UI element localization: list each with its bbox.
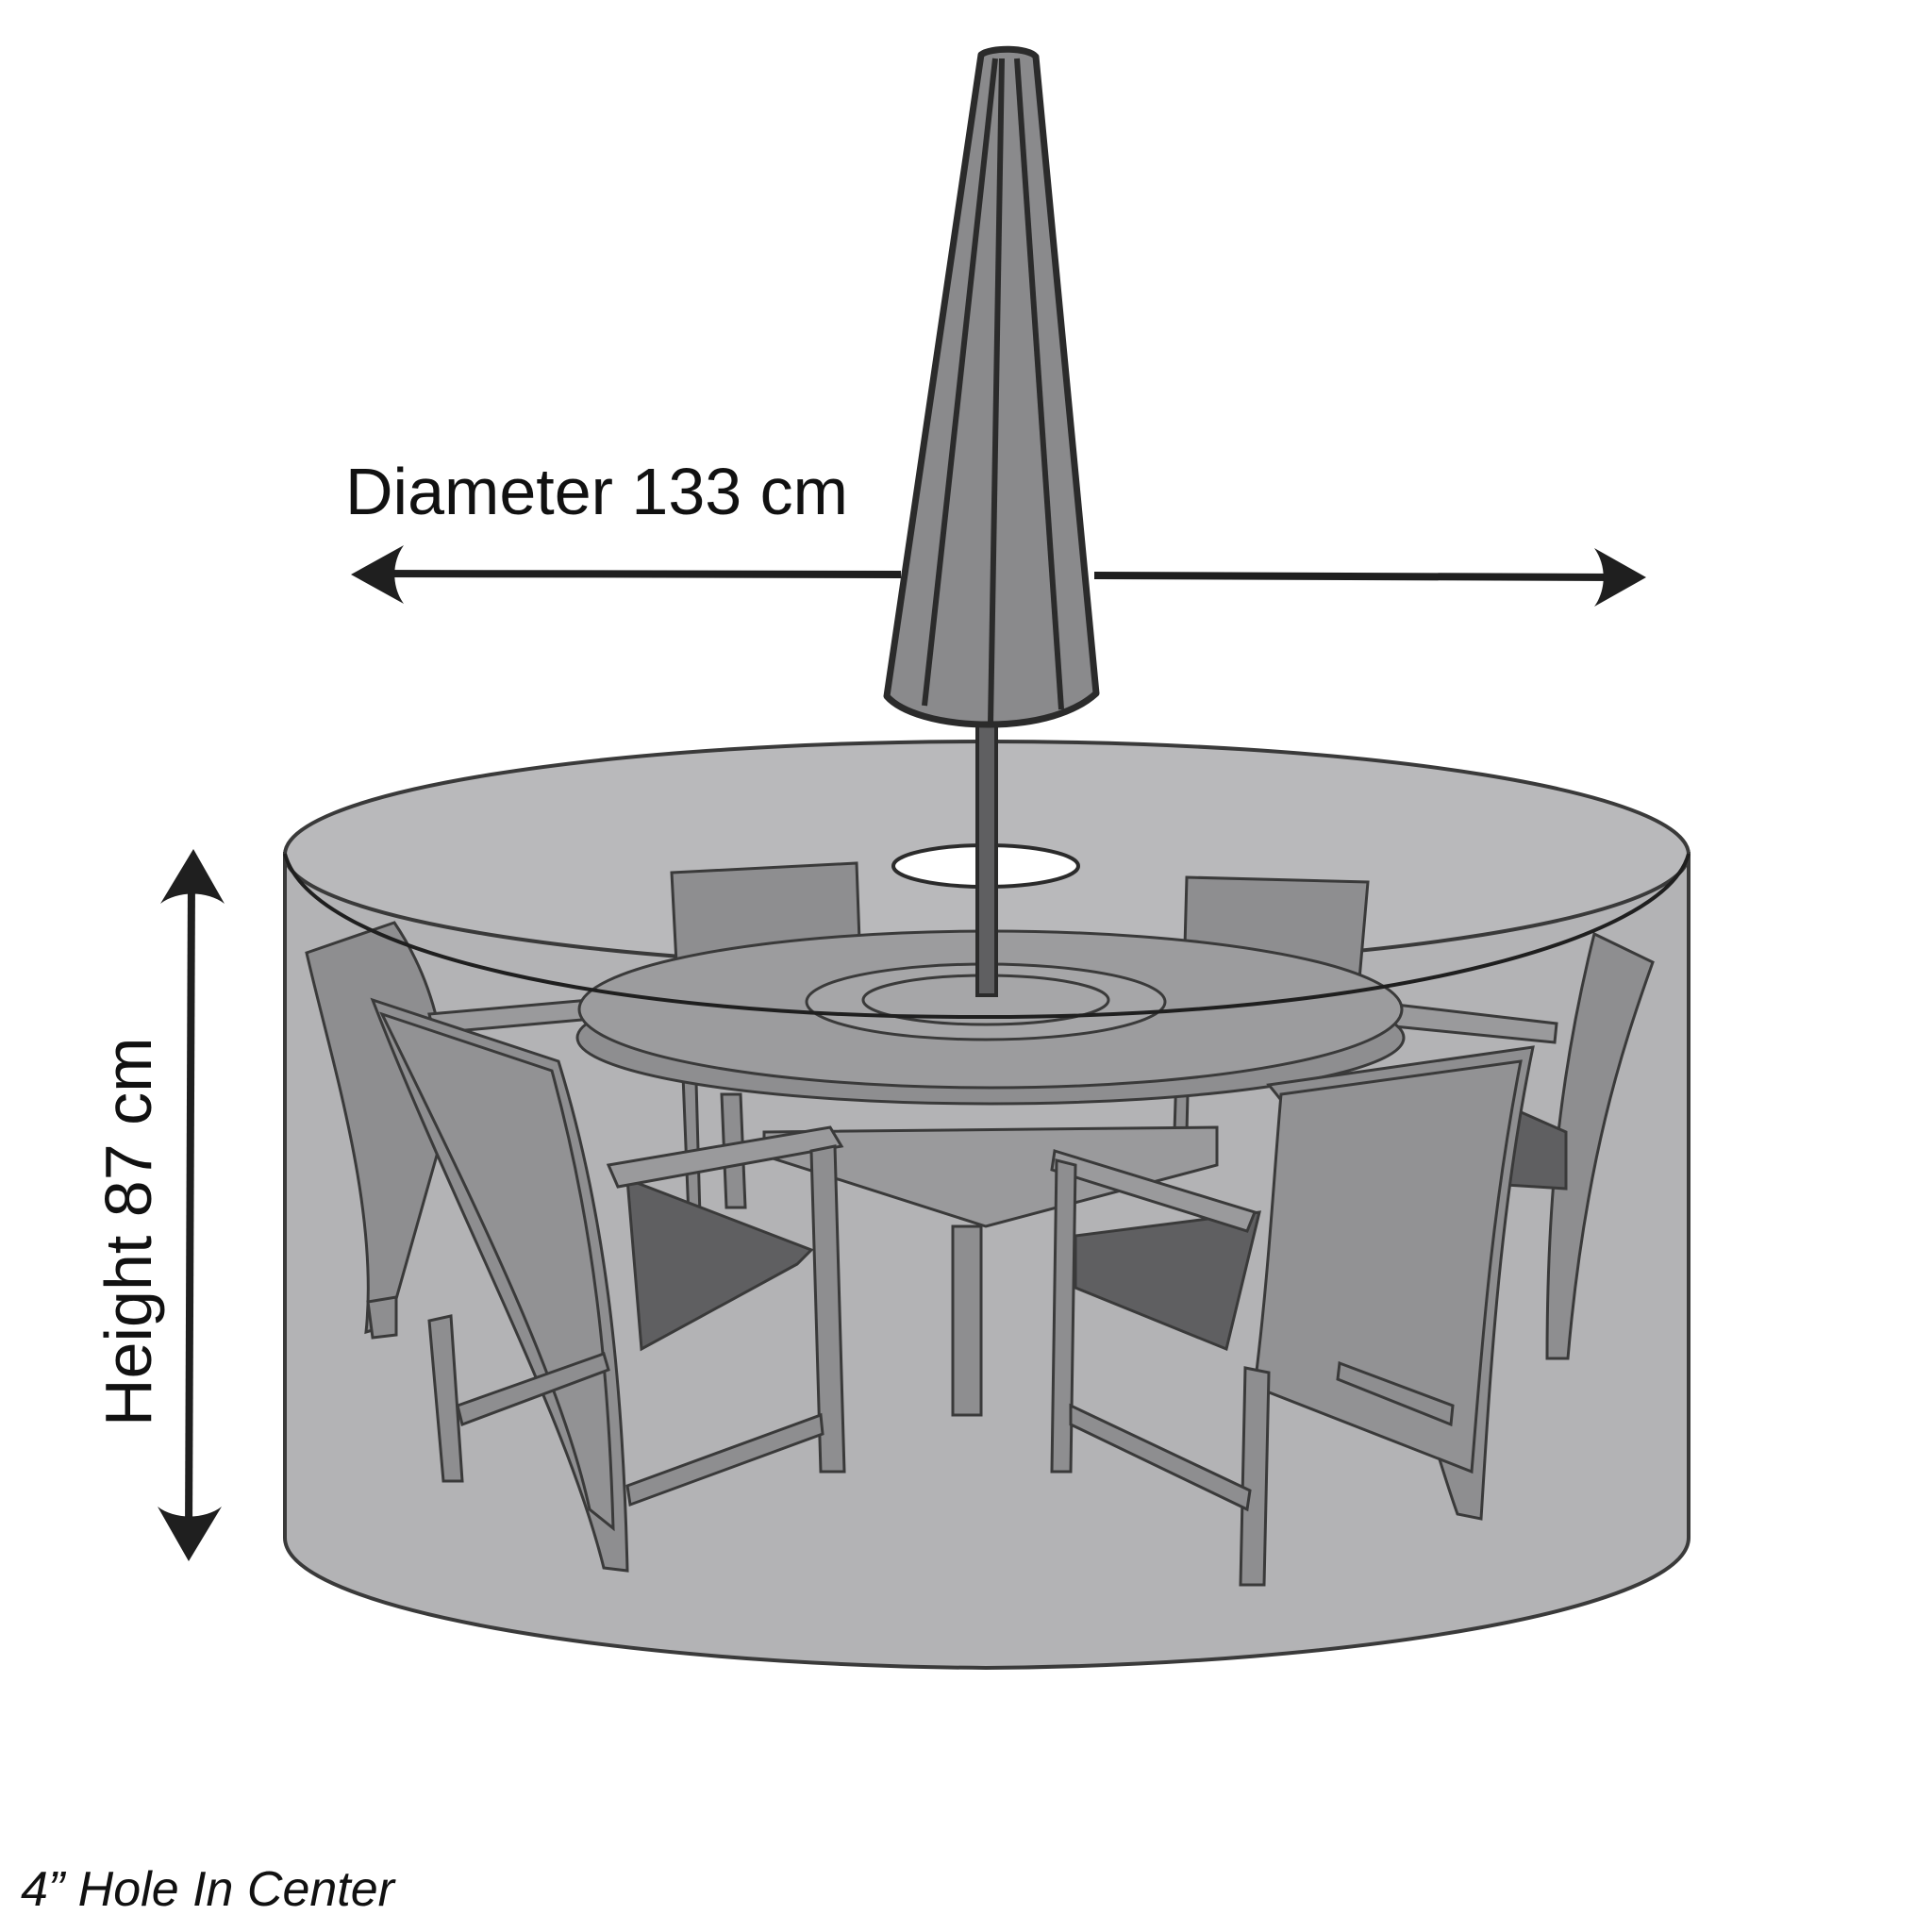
height-arrowhead-bottom [158, 1507, 222, 1561]
diameter-arrow [351, 545, 1646, 607]
parasol-rib-3 [1014, 58, 1064, 710]
diameter-label: Diameter 133 cm [345, 455, 848, 528]
patio-table [575, 929, 1406, 1417]
table-leg [951, 1224, 983, 1417]
parasol-rib-1 [922, 58, 998, 707]
front-right-chair-arm [1050, 1149, 1257, 1233]
height-arrowhead-top [160, 849, 225, 904]
front-left-chair-seat [625, 1176, 814, 1352]
cover-top-front-seam [283, 853, 1690, 1020]
diameter-arrowhead-left [351, 545, 404, 604]
front-left-chair-back-panel [379, 1011, 615, 1532]
height-arrow [158, 849, 225, 1561]
front-left-chair-arm [606, 1125, 844, 1189]
front-right-chair [1050, 1045, 1535, 1587]
front-right-chair-back-panel [1253, 1059, 1523, 1474]
front-right-chair-seat [1074, 1210, 1261, 1352]
front-left-chair [370, 997, 846, 1573]
parasol-pole [975, 715, 998, 997]
hole-footnote: 4” Hole In Center [21, 1862, 397, 1917]
diameter-arrowhead-right [1594, 548, 1646, 607]
height-label: Height 87 cm [92, 1038, 165, 1426]
parasol [883, 45, 1100, 997]
parasol-rib-2 [988, 58, 1005, 725]
